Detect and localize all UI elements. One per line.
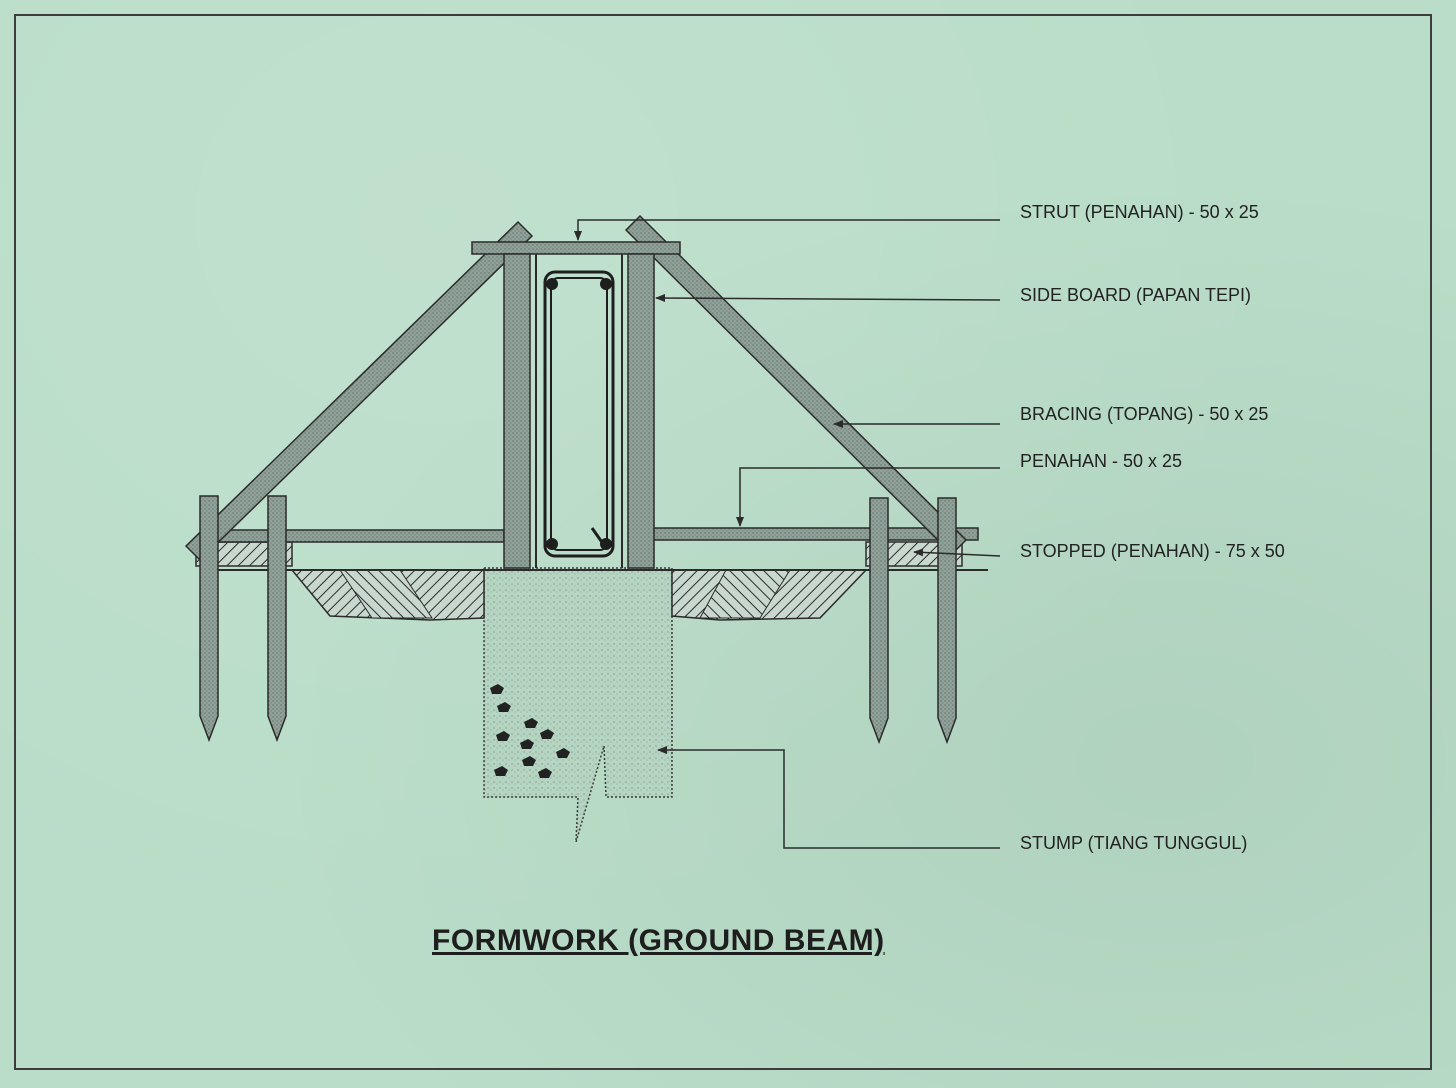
stump [483,567,673,843]
stake-4 [937,497,957,745]
strut-top [471,241,681,255]
penahan-left [213,529,505,543]
bracing-left [184,220,534,562]
stake-3 [869,497,889,745]
stake-2 [267,495,287,743]
drawing-title: FORMWORK (GROUND BEAM) [432,924,885,957]
label-stump: STUMP (TIANG TUNGGUL) [1020,833,1248,853]
bracing-right [624,214,968,556]
stake-1 [199,495,219,743]
drawing-border [14,14,1432,1070]
label-penahan: PENAHAN - 50 x 25 [1020,451,1183,471]
label-stopped: STOPPED (PENAHAN) - 75 x 50 [1020,541,1285,561]
label-side-board: SIDE BOARD (PAPAN TEPI) [1020,285,1252,305]
label-bracing: BRACING (TOPANG) - 50 x 25 [1020,404,1269,424]
ground-soil-right [671,569,868,621]
leader-penahan [736,467,1000,527]
leader-stopped [913,548,1001,557]
side-board-right [627,253,655,569]
label-strut: STRUT (PENAHAN) - 50 x 25 [1020,202,1259,222]
rebar-stirrup [543,270,615,558]
side-board-left [503,253,531,569]
leader-stump [657,746,1000,849]
ground-soil-left [290,569,485,621]
leader-side-board [655,294,1001,303]
leader-strut [574,219,1000,241]
